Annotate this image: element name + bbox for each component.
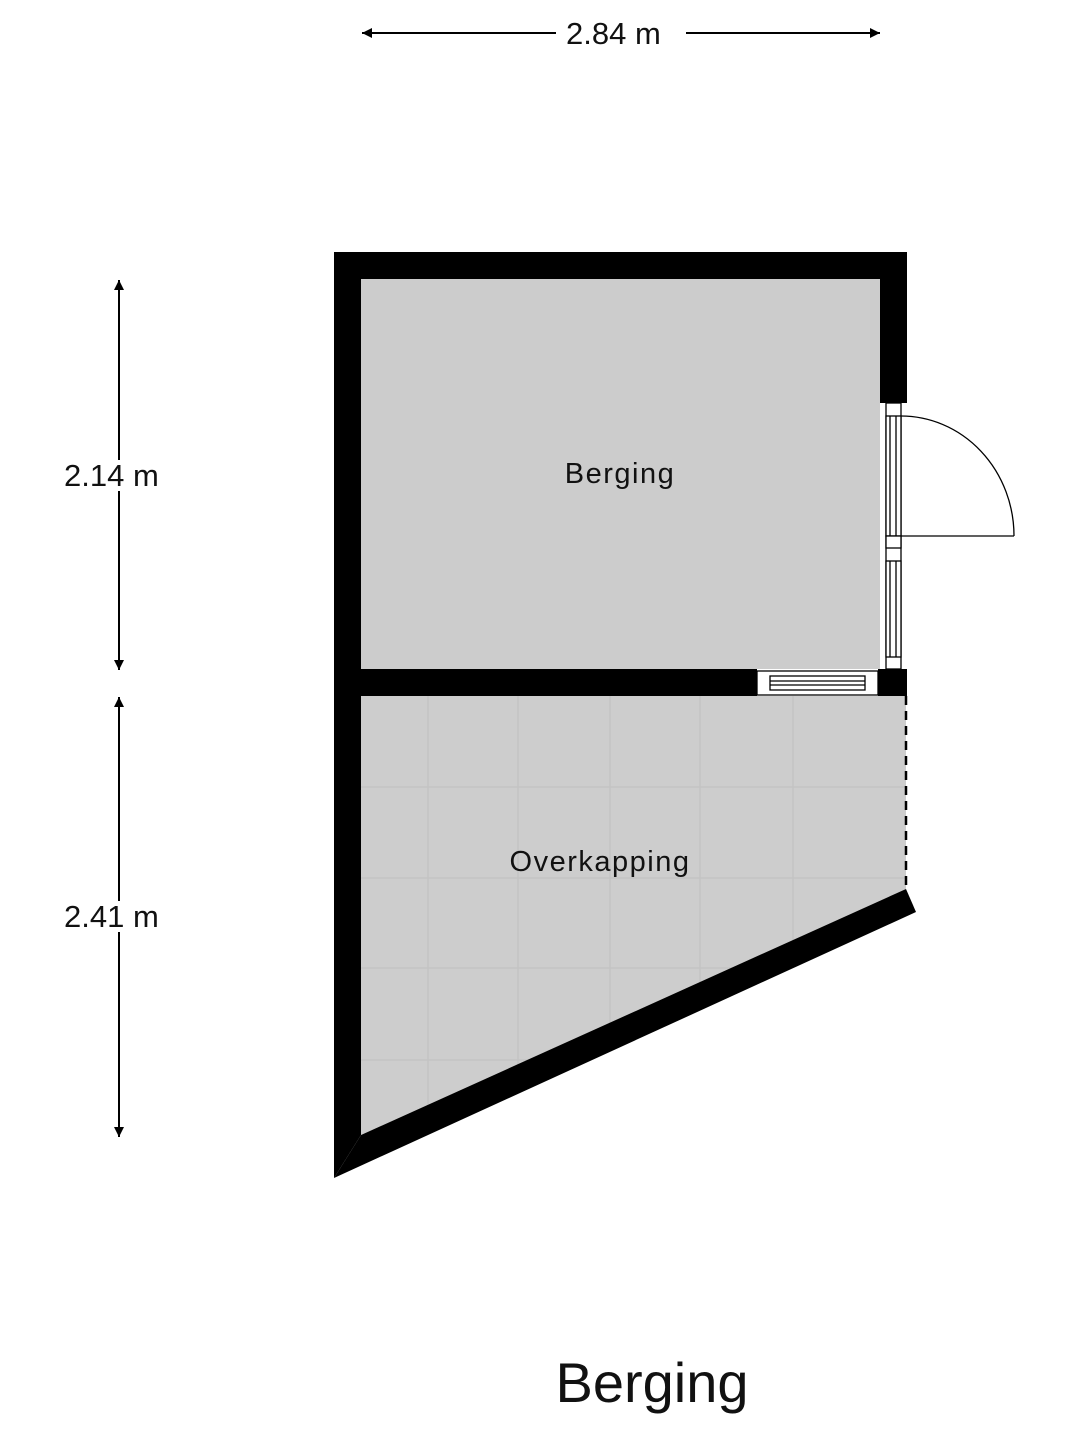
dim-height-overkapping-label: 2.41 m: [58, 901, 165, 932]
dim-height-berging-label: 2.14 m: [58, 460, 165, 491]
walls: [334, 252, 916, 1178]
plan-title: Berging: [555, 1351, 749, 1414]
wall-right-upper: [880, 252, 907, 403]
dim-width-label: 2.84 m: [560, 18, 667, 49]
window-middle: [756, 670, 879, 696]
wall-left: [334, 252, 361, 1178]
wall-middle: [334, 669, 757, 696]
wall-slanted: [334, 889, 916, 1178]
door-right: [885, 402, 1015, 670]
room-overkapping-floor: [361, 696, 906, 1135]
tile-grid: [361, 696, 906, 1135]
room-label-overkapping: Overkapping: [509, 846, 691, 878]
room-berging-floor: [361, 279, 880, 669]
wall-top: [334, 252, 907, 279]
room-label-berging: Berging: [564, 458, 676, 490]
wall-pillar: [878, 669, 907, 696]
